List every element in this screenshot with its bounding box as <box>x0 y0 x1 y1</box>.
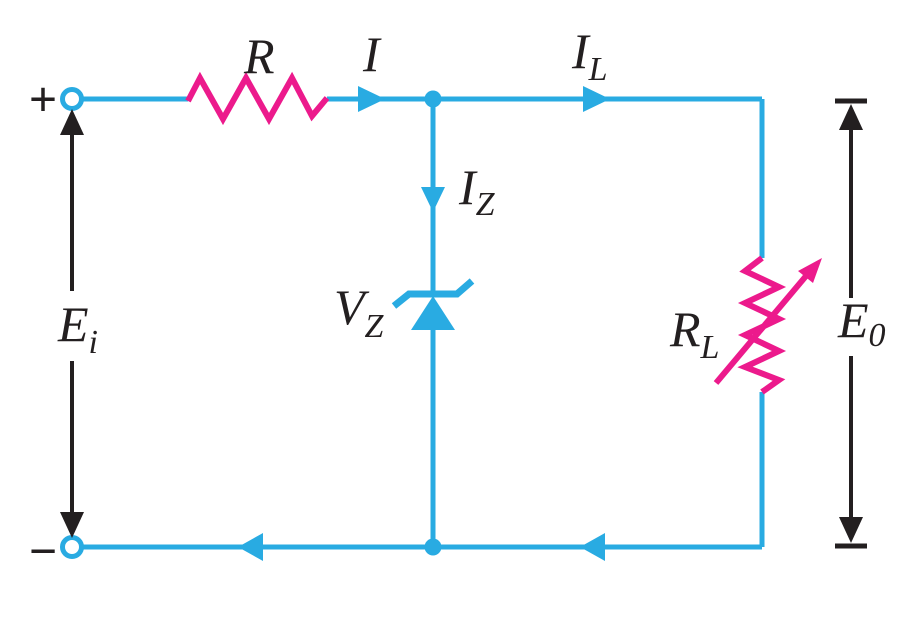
series-resistor-label: R <box>243 28 275 84</box>
zener-voltage-label: VZ <box>334 279 385 345</box>
output-voltage-annotation <box>835 98 867 549</box>
zener-anode-triangle <box>411 296 455 330</box>
input-voltage-label: Ei <box>57 296 98 361</box>
terminal-positive <box>60 87 84 111</box>
load-current-label: IL <box>571 23 608 88</box>
return-arrow-left-icon <box>238 533 263 561</box>
junction-dot-bottom <box>424 538 442 556</box>
e0-arrowhead-up-icon <box>839 104 863 130</box>
zener-current-label: IZ <box>458 159 496 223</box>
input-current-label: I <box>362 26 382 82</box>
junction-dot-top <box>424 90 442 108</box>
e0-arrowhead-down-icon <box>839 517 863 543</box>
ei-arrowhead-up-icon <box>60 109 84 135</box>
input-voltage-annotation <box>60 109 84 538</box>
polarity-positive-label: + <box>29 71 58 127</box>
load-resistor-label: RL <box>669 301 719 366</box>
current-arrow-il-icon <box>583 86 610 112</box>
zener-diode <box>391 278 475 330</box>
current-arrow-i-icon <box>358 86 385 112</box>
zener-cathode-bar <box>391 278 475 309</box>
polarity-negative-label: − <box>29 523 58 579</box>
output-voltage-label: E0 <box>837 292 886 354</box>
load-resistor <box>713 255 822 395</box>
load-resistor-arrow-shaft <box>713 274 809 385</box>
terminal-negative <box>60 535 84 559</box>
load-resistor-arrowhead-icon <box>798 258 822 283</box>
current-arrows <box>238 86 610 561</box>
series-resistor-zigzag <box>185 71 330 126</box>
ei-arrowhead-down-icon <box>60 512 84 538</box>
current-arrow-iz-icon <box>421 187 445 212</box>
return-arrow-right-icon <box>580 533 605 561</box>
